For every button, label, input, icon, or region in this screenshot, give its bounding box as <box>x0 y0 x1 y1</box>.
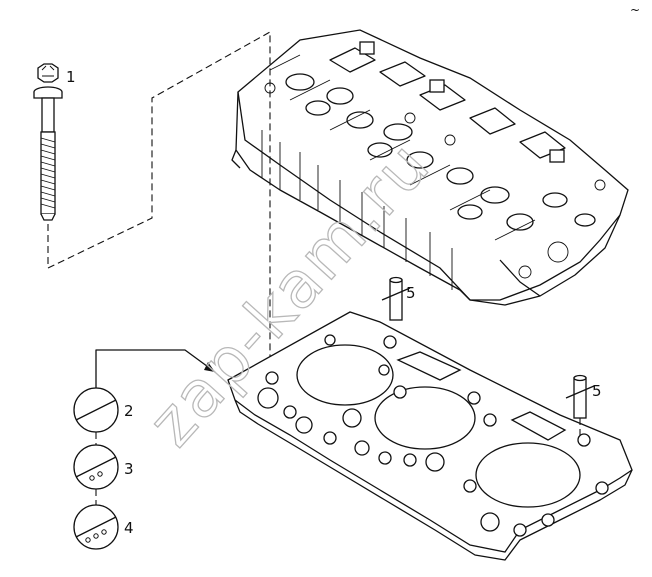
callout-3: 3 <box>124 460 134 478</box>
callout-5-upper: 5 <box>406 284 416 302</box>
callout-1: 1 <box>66 68 76 86</box>
bore-3 <box>475 442 581 508</box>
callout-2: 2 <box>124 402 134 420</box>
gasket-thickness-indicator <box>73 349 216 550</box>
head-bolt <box>33 63 63 221</box>
head-gasket <box>227 311 633 561</box>
callout-4: 4 <box>124 519 134 537</box>
corner-mark: ~ <box>630 3 640 17</box>
bolt-assembly-line <box>47 31 271 380</box>
dowel-pin-upper <box>381 276 411 321</box>
bore-2 <box>374 386 476 450</box>
head-top-details <box>264 41 606 241</box>
dowel-pin-lower <box>565 374 595 440</box>
callout-5-lower: 5 <box>592 382 602 400</box>
bore-1 <box>296 344 394 406</box>
gasket-holes <box>257 334 609 537</box>
cylinder-head <box>231 29 629 306</box>
